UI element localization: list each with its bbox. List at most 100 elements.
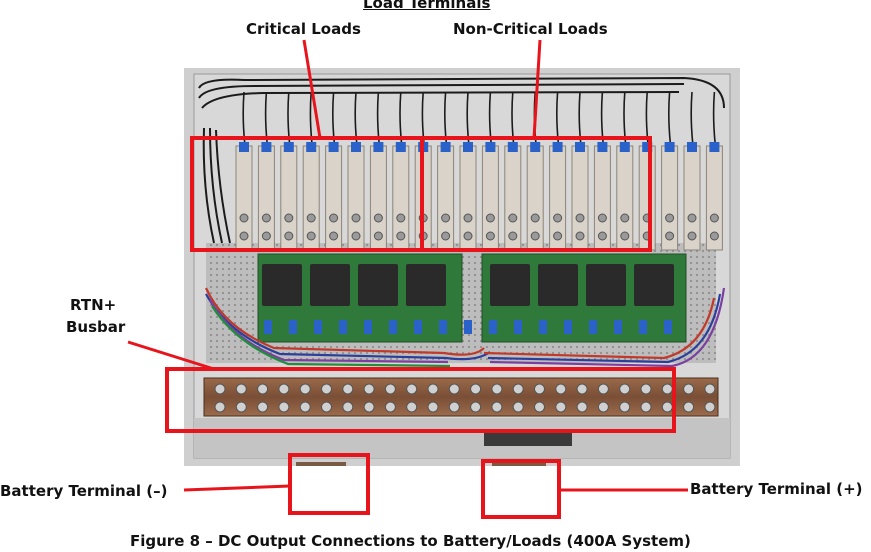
battery-neg-pointer	[183, 484, 291, 492]
load-wire	[600, 91, 605, 147]
rtn-busbar-label-line1: RTN+	[70, 296, 117, 314]
non-critical-loads-pointer	[532, 39, 542, 139]
relay	[634, 264, 674, 306]
breaker-bolt	[329, 231, 339, 241]
breaker-bolt	[620, 213, 630, 223]
breaker-bolt	[530, 213, 540, 223]
pcb-terminal	[639, 320, 647, 334]
busbar-bolt	[342, 383, 354, 395]
busbar-bolt	[704, 383, 716, 395]
busbar-bolt	[257, 383, 269, 395]
load-wire	[399, 91, 403, 147]
busbar-bolt	[299, 401, 311, 413]
rtn-busbar-highlight	[165, 367, 676, 433]
load-wire	[376, 91, 381, 147]
breaker-bolt	[687, 213, 697, 223]
busbar-bolt	[619, 401, 631, 413]
critical-loads-label: Critical Loads	[246, 20, 361, 38]
breaker-terminal	[463, 142, 473, 152]
breaker-terminal	[530, 142, 541, 152]
breaker-bolt	[284, 231, 294, 241]
busbar-bolt	[640, 401, 652, 413]
busbar-bolt	[427, 401, 439, 413]
breaker-terminal	[440, 142, 451, 152]
relay	[358, 264, 398, 306]
pcb-terminal	[389, 320, 397, 334]
breaker-bolt	[709, 231, 719, 241]
breaker-bolt	[351, 213, 361, 223]
pcb-terminal	[289, 320, 297, 334]
critical-loads-pointer	[302, 39, 322, 139]
relay	[490, 264, 530, 306]
busbar-bolt	[299, 383, 311, 395]
breaker-bolt	[508, 213, 518, 223]
pcb-terminal	[539, 320, 547, 334]
non-critical-loads-label: Non-Critical Loads	[453, 20, 608, 38]
load-wire	[466, 91, 470, 147]
breaker-terminal	[485, 142, 496, 152]
breaker-bolt	[620, 231, 630, 241]
breaker-terminal	[261, 142, 272, 152]
critical-loads-highlight	[190, 136, 424, 252]
load-wire	[309, 91, 313, 147]
load-wire	[668, 91, 672, 147]
breaker-bolt	[351, 231, 361, 241]
pcb-terminal	[514, 320, 522, 334]
dc-panel-photo	[184, 68, 740, 466]
busbar-bolt	[555, 401, 567, 413]
busbar-bolt	[555, 383, 567, 395]
breaker-terminal	[642, 142, 653, 152]
busbar-bolt	[448, 383, 460, 395]
battery-terminal-neg-label: Battery Terminal (–)	[0, 482, 168, 500]
busbar-bolt	[619, 383, 631, 395]
breaker-terminal	[597, 142, 608, 152]
breaker-bolt	[553, 213, 563, 223]
non-critical-loads-highlight	[420, 136, 652, 252]
load-wire	[264, 91, 269, 147]
breaker-terminal	[552, 142, 563, 152]
breaker-bolt	[396, 231, 406, 241]
breaker-bolt	[329, 213, 339, 223]
busbar-bolt	[278, 401, 290, 413]
load-wire	[712, 91, 717, 147]
breaker-bolt	[306, 231, 316, 241]
busbar-bolt	[640, 383, 652, 395]
breaker-bolt	[396, 213, 406, 223]
breaker-terminal	[328, 142, 339, 152]
battery-terminal-pos-label: Battery Terminal (+)	[690, 480, 863, 498]
pcb-terminal	[589, 320, 597, 334]
pcb-terminal	[489, 320, 497, 334]
busbar-bolt	[576, 383, 588, 395]
busbar-bolt	[406, 383, 418, 395]
busbar-bolt	[597, 383, 609, 395]
breaker-bolt	[508, 231, 518, 241]
busbar-bolt	[576, 401, 588, 413]
load-wire	[242, 91, 246, 147]
busbar-bolt	[342, 401, 354, 413]
breaker-bolt	[485, 231, 495, 241]
breaker-terminal	[373, 142, 384, 152]
load-wire	[488, 91, 493, 147]
pcb-terminal	[439, 320, 447, 334]
busbar-bolt	[384, 383, 396, 395]
load-wire	[623, 91, 627, 147]
battery-terminal-pos-highlight	[481, 459, 561, 519]
busbar-bolt	[384, 401, 396, 413]
busbar-bolt	[214, 383, 226, 395]
relay	[310, 264, 350, 306]
pcb-terminal	[464, 320, 472, 334]
breaker-bolt	[373, 231, 383, 241]
breaker-bolt	[463, 231, 473, 241]
pcb-terminal	[364, 320, 372, 334]
breaker-terminal	[507, 142, 518, 152]
busbar-bolt	[534, 383, 545, 395]
breaker-bolt	[441, 213, 451, 223]
figure-caption: Figure 8 – DC Output Connections to Batt…	[130, 532, 691, 550]
busbar-bolt	[534, 401, 545, 413]
pcb-terminal	[264, 320, 272, 334]
breaker-terminal	[306, 142, 317, 152]
busbar-bolt	[257, 401, 269, 413]
breaker-bolt	[665, 231, 675, 241]
busbar-bolt	[512, 383, 524, 395]
